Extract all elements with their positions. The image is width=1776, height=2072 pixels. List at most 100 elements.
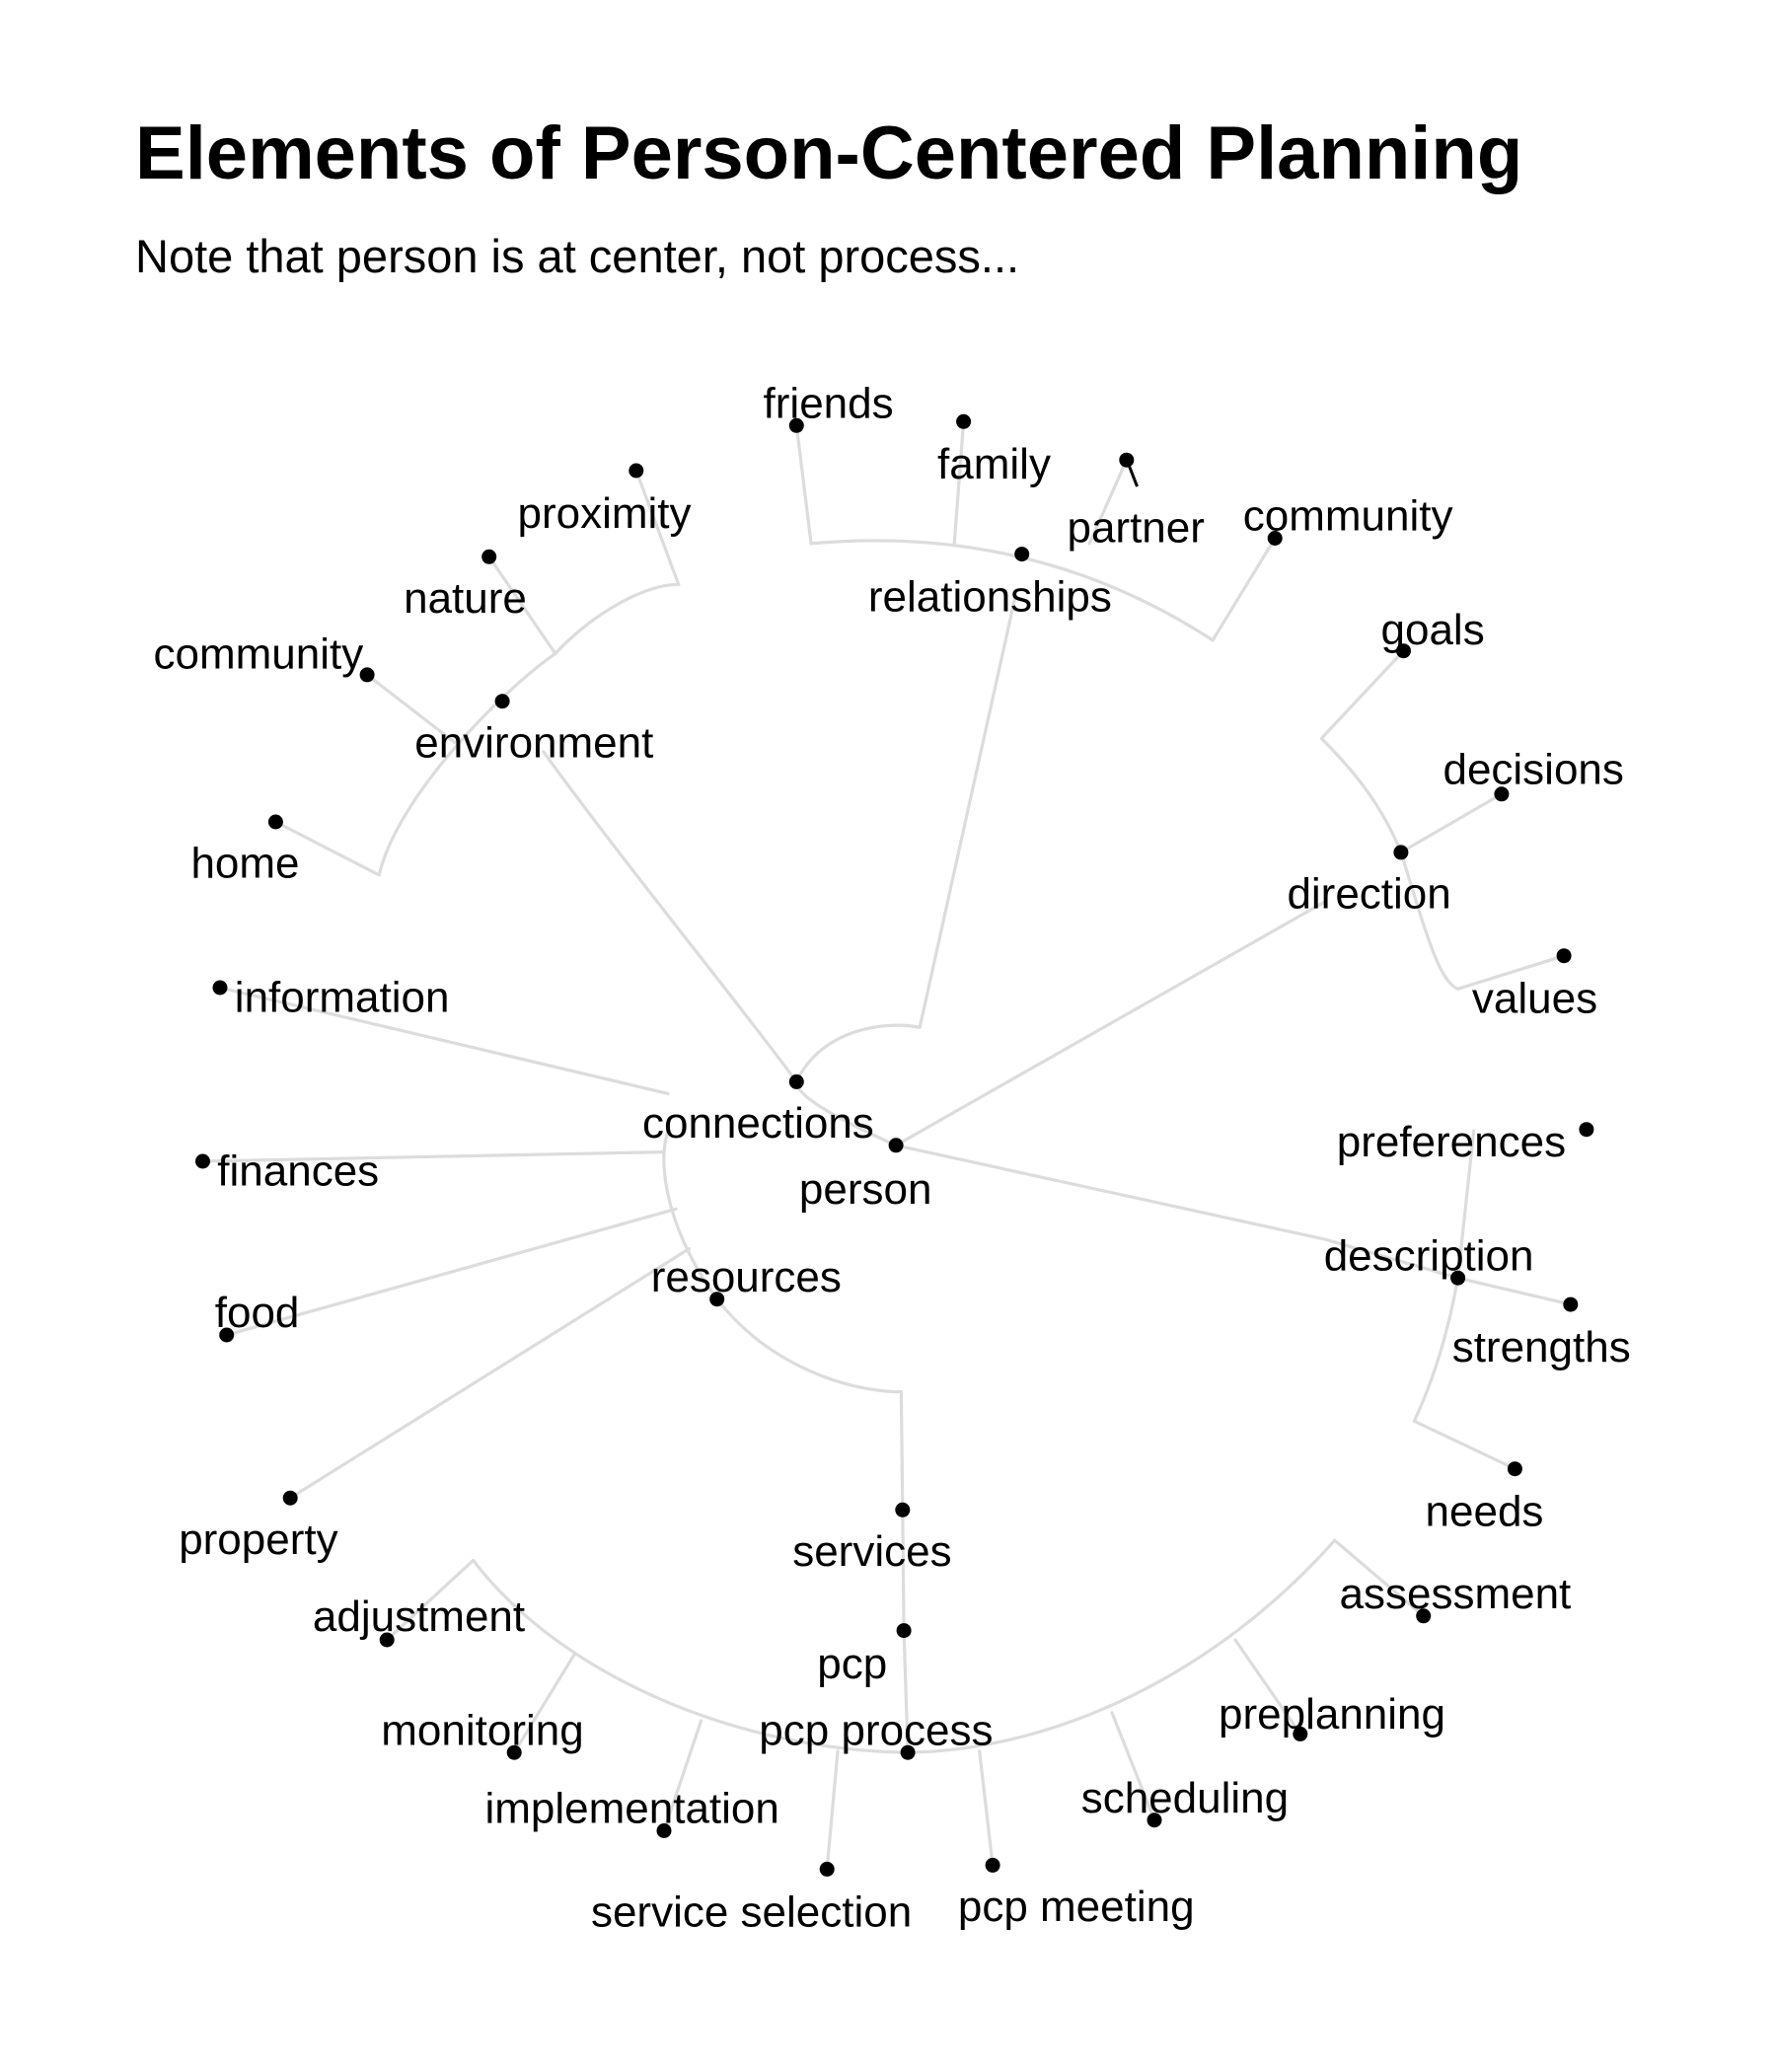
node-label-strengths: strengths: [1452, 1323, 1631, 1371]
tree-edge: [542, 750, 798, 1083]
node-dot-assessment: [1416, 1608, 1432, 1624]
node-dot-finances: [195, 1153, 210, 1169]
node-label-home: home: [190, 840, 299, 888]
tree-edge: [794, 423, 813, 546]
node-dot-proximity: [629, 463, 644, 479]
tree-edge: [901, 1508, 906, 1633]
node-label-implementation: implementation: [485, 1785, 779, 1833]
node-dot-person: [888, 1138, 904, 1153]
node-label-community: community: [1243, 492, 1453, 541]
tree-edge: [554, 582, 681, 655]
node-label-connections: connections: [642, 1099, 874, 1147]
node-dot-implementation: [656, 1823, 672, 1838]
node-label-service-selection: service selection: [591, 1887, 912, 1936]
node-dot-connections: [788, 1073, 804, 1089]
tree-edge: [978, 1749, 995, 1867]
node-label-preplanning: preplanning: [1219, 1690, 1445, 1739]
node-dot-needs: [1507, 1461, 1522, 1477]
node-label-family: family: [937, 440, 1051, 488]
node-label-scheduling: scheduling: [1081, 1774, 1289, 1822]
tree-edge: [1333, 1538, 1426, 1618]
node-dot-services: [895, 1502, 911, 1517]
tree-edge: [825, 1749, 840, 1871]
node-label-decisions: decisions: [1443, 745, 1623, 793]
node-label-finances: finances: [217, 1147, 379, 1195]
node-label-preferences: preferences: [1337, 1118, 1566, 1166]
tree-edge: [288, 1247, 692, 1500]
tree-nodes: personconnectionsrelationshipsfriendsfam…: [154, 379, 1631, 1936]
tree-edge: [377, 651, 557, 877]
tree-edge: [634, 469, 681, 587]
node-dot-strengths: [1563, 1296, 1579, 1312]
tree-edge: [894, 1144, 1460, 1280]
tree-edge: [1456, 1276, 1573, 1306]
node-label-goals: goals: [1381, 606, 1485, 654]
node-dot-community: [1267, 531, 1283, 546]
node-dot-scheduling: [1147, 1813, 1162, 1828]
node-dot-resources: [709, 1292, 725, 1307]
node-dot-adjustment: [379, 1632, 395, 1648]
node-label-services: services: [792, 1527, 951, 1576]
node-dot-food: [219, 1327, 235, 1343]
tree-edge: [894, 900, 1327, 1147]
node-label-food: food: [215, 1289, 300, 1337]
tree-edge: [662, 1129, 719, 1301]
node-dot-monitoring: [506, 1744, 522, 1760]
tree-edge: [1087, 458, 1129, 546]
node-dot-values: [1556, 948, 1572, 964]
node-label-property: property: [179, 1516, 337, 1564]
node-dot-friends: [788, 417, 804, 433]
node-label-needs: needs: [1426, 1488, 1544, 1536]
node-dot-description: [1450, 1270, 1466, 1286]
tree-edge: [1319, 649, 1406, 854]
tree-edge: [385, 1558, 476, 1642]
diagram-title: Elements of Person-Centered Planning: [135, 111, 1523, 195]
tree-edge: [273, 820, 381, 877]
node-label-environment: environment: [414, 718, 653, 767]
tree-edge: [218, 986, 670, 1095]
node-label-information: information: [235, 973, 450, 1021]
node-label-partner: partner: [1067, 504, 1204, 553]
tree-edge: [1412, 1276, 1517, 1471]
node-dot-nature: [481, 549, 497, 564]
diagram-subtitle: Note that person is at center, not proce…: [135, 230, 1020, 282]
tree-edge: [662, 1719, 703, 1833]
node-dot-pcp: [896, 1623, 912, 1639]
tree-edge: [1399, 792, 1504, 854]
node-label-community: community: [154, 629, 364, 678]
node-label-relationships: relationships: [868, 573, 1112, 622]
tree-edge: [1110, 1711, 1156, 1822]
tree-edge: [902, 1629, 910, 1754]
node-label-values: values: [1472, 975, 1597, 1023]
node-dot-pcp-meeting: [985, 1857, 1000, 1873]
node-label-proximity: proximity: [517, 489, 691, 538]
node-label-adjustment: adjustment: [313, 1592, 525, 1641]
node-dot-decisions: [1494, 786, 1510, 802]
tree-edge: [487, 555, 557, 655]
tree-edge: [715, 1297, 905, 1512]
node-label-pcp-process: pcp process: [759, 1706, 993, 1754]
tree-edge: [225, 1207, 678, 1337]
node-label-direction: direction: [1287, 870, 1450, 919]
node-dot-information: [212, 980, 228, 996]
node-label-pcp-meeting: pcp meeting: [958, 1883, 1195, 1931]
tree-edge: [794, 595, 1017, 1083]
node-label-monitoring: monitoring: [381, 1706, 583, 1754]
node-label-assessment: assessment: [1340, 1570, 1572, 1618]
node-dot-preplanning: [1293, 1726, 1308, 1741]
tree-edge: [1399, 851, 1566, 991]
node-dot-home: [267, 814, 283, 830]
tree-edge: [1456, 1129, 1476, 1280]
node-dot-goals: [1396, 643, 1411, 659]
node-dot-family: [956, 413, 972, 429]
node-dot-environment: [494, 694, 510, 709]
tree-edge: [365, 673, 457, 744]
node-dot-service-selection: [819, 1861, 835, 1877]
node-dot-direction: [1393, 845, 1409, 860]
node-label-resources: resources: [651, 1253, 842, 1301]
node-dot-relationships: [1014, 547, 1030, 562]
tree-edge: [1211, 536, 1277, 642]
node-dot-pcp-process: [900, 1744, 916, 1760]
node-label-person: person: [799, 1165, 932, 1214]
